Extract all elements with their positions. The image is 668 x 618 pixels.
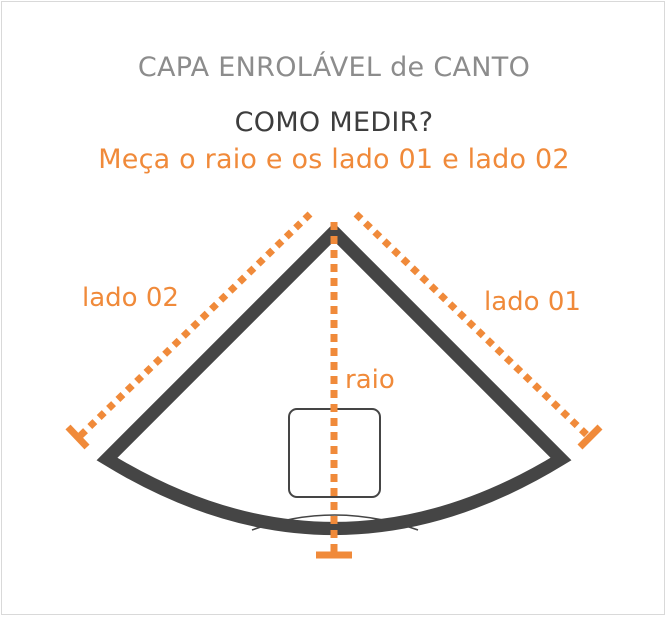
side-right-end-cap — [577, 424, 603, 450]
radius-label: raio — [345, 365, 395, 395]
side-right-measure-line — [353, 211, 591, 439]
quadrant-frame — [96, 222, 572, 535]
measure-instruction: Meça o raio e os lado 01 e lado 02 — [98, 144, 570, 175]
page-title: CAPA ENROLÁVEL de CANTO — [137, 52, 531, 83]
side-left-label: lado 02 — [82, 283, 179, 313]
side-right-label: lado 01 — [484, 287, 581, 317]
side-left-end-cap — [65, 424, 90, 450]
side-left-measure-line — [77, 211, 313, 439]
page-subtitle: COMO MEDIR? — [234, 107, 434, 138]
